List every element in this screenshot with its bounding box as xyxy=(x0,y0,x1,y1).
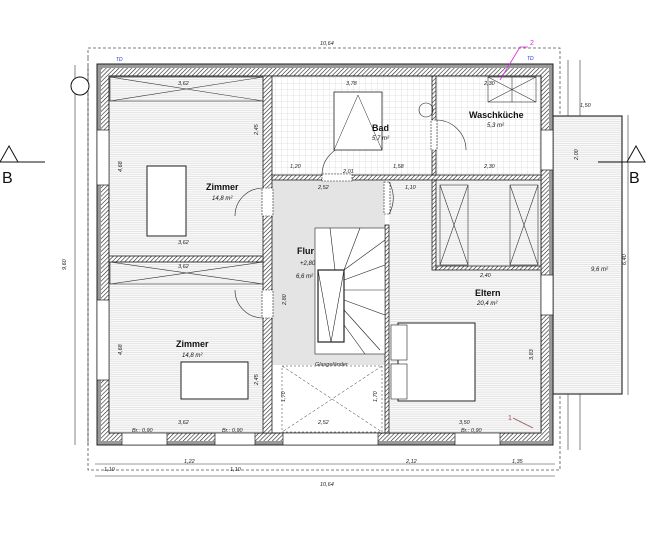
staircase xyxy=(314,227,386,355)
shower xyxy=(333,91,383,151)
dim-label: 4,68 xyxy=(118,343,124,355)
dim-label: 2,00 xyxy=(574,148,580,161)
dim-label: 3,62 xyxy=(178,420,189,426)
dim-label: 1,10 xyxy=(104,467,116,473)
dim-label: 3,62 xyxy=(178,81,189,87)
dim-label: 1,20 xyxy=(290,164,302,170)
dim-label: 10,64 xyxy=(320,482,334,488)
annotation-marker-2: 2 xyxy=(530,40,534,47)
toilet xyxy=(418,102,434,118)
dim-label: 3,78 xyxy=(346,81,358,87)
window-width-label: Br.: 0,90 xyxy=(461,428,483,434)
dim-label: 6,40 xyxy=(622,253,628,265)
dim-label: 2,45 xyxy=(254,373,260,386)
dim-label: 4,68 xyxy=(118,160,124,172)
room-flur-name: Flur xyxy=(297,246,314,256)
wardrobes xyxy=(109,76,539,285)
dim-label: 2,80 xyxy=(282,293,288,306)
room-zimmer-bottom-area: 14,8 m² xyxy=(182,353,203,359)
room-flur-level: +2,80 xyxy=(300,261,316,267)
room-eltern-area: 20,4 m² xyxy=(476,301,498,307)
room-waschkueche-area: 5,3 m² xyxy=(487,123,505,129)
window-width-label: Br.: 0,90 xyxy=(222,428,244,434)
furniture xyxy=(146,91,476,402)
dim-label: 2,45 xyxy=(254,123,260,136)
dim-label: 2,30 xyxy=(483,81,496,87)
room-zimmer-bottom-name: Zimmer xyxy=(176,339,209,349)
balcony xyxy=(552,115,623,395)
dim-label: 1,22 xyxy=(184,459,195,465)
section-marker-left: B xyxy=(0,144,45,187)
dim-label: 3,50 xyxy=(459,420,471,426)
bed-eltern xyxy=(397,322,476,402)
room-zimmer-bottom-floor xyxy=(110,262,263,432)
room-bad-area: 5,7 m² xyxy=(372,136,390,142)
room-bad-name: Bad xyxy=(372,123,389,133)
dim-label: 2,52 xyxy=(317,185,329,191)
dimension-labels: 10,64 10,64 3,62 3,62 3,62 3,62 3,78 2,3… xyxy=(62,41,628,488)
dim-label: 1,50 xyxy=(580,103,592,109)
dim-label: 2,12 xyxy=(405,459,417,465)
bed-top-zimmer xyxy=(146,165,187,237)
td-right: TD xyxy=(527,56,534,62)
dim-label: 1,10 xyxy=(405,185,417,191)
room-zimmer-top-area: 14,8 m² xyxy=(212,196,233,202)
td-left: TD xyxy=(116,57,123,63)
balcony-area: 9,6 m² xyxy=(591,267,609,273)
stair-railing-label: Glasgeländer xyxy=(315,362,349,368)
section-marker-right: B xyxy=(598,144,646,187)
section-label-left: B xyxy=(2,170,13,187)
dim-label: 9,60 xyxy=(62,258,68,270)
dim-label: 2,30 xyxy=(483,164,496,170)
dim-label: 1,70 xyxy=(373,390,379,402)
dim-label: 10,64 xyxy=(320,41,334,47)
bed-bottom-zimmer xyxy=(180,361,249,400)
dim-label: 1,58 xyxy=(393,164,405,170)
windows xyxy=(96,129,554,446)
dim-label: 3,83 xyxy=(529,348,535,360)
dim-label: 1,35 xyxy=(512,459,524,465)
dim-label: 3,62 xyxy=(178,240,189,246)
dim-label: 2,40 xyxy=(479,273,492,279)
window-width-label: Br.: 0,90 xyxy=(132,428,154,434)
room-waschkueche-name: Waschküche xyxy=(469,110,524,120)
drain-pipe-marker xyxy=(70,76,90,96)
dim-label: 2,01 xyxy=(342,169,354,175)
dim-label: 1,10 xyxy=(230,467,242,473)
section-label-right: B xyxy=(629,170,640,187)
dim-label: 2,52 xyxy=(317,420,329,426)
dim-label: 3,62 xyxy=(178,264,189,270)
room-flur-area: 6,6 m² xyxy=(296,274,314,280)
room-zimmer-top-name: Zimmer xyxy=(206,182,239,192)
dim-label: 1,70 xyxy=(281,390,287,402)
annotation-marker-1: 1 xyxy=(508,415,512,422)
stair-void xyxy=(281,365,383,433)
room-eltern-name: Eltern xyxy=(475,288,501,298)
doors xyxy=(234,119,467,319)
